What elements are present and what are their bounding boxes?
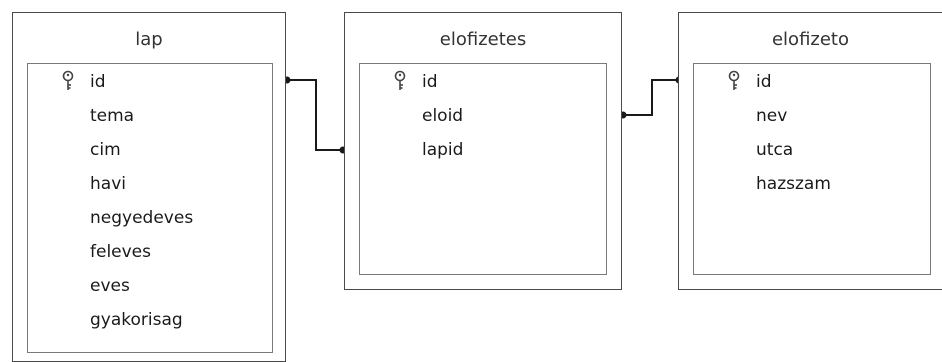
field-row[interactable]: eves	[28, 269, 272, 303]
field-row[interactable]: gyakorisag	[28, 303, 272, 337]
table-title: lap	[135, 29, 163, 50]
field-row[interactable]: hazszam	[694, 167, 930, 201]
field-row[interactable]: id	[694, 65, 930, 99]
table-lap[interactable]: lap id tema cim havi negyedeves feleves	[12, 12, 286, 362]
field-row[interactable]: tema	[28, 99, 272, 133]
field-row[interactable]: cim	[28, 133, 272, 167]
field-row[interactable]: negyedeves	[28, 201, 272, 235]
field-list: id tema cim havi negyedeves feleves eves…	[27, 63, 273, 353]
field-list: id nev utca hazszam	[693, 63, 931, 275]
field-name: eves	[90, 276, 130, 296]
field-name: id	[756, 72, 772, 92]
table-elofizetes[interactable]: elofizetes id eloid lapid	[344, 12, 622, 290]
key-icon	[62, 70, 74, 90]
field-name: cim	[90, 140, 121, 160]
field-name: utca	[756, 140, 794, 160]
relationship-elofizetes-elofizeto	[619, 76, 683, 119]
field-name: tema	[90, 106, 135, 126]
field-row[interactable]: utca	[694, 133, 930, 167]
field-name: gyakorisag	[90, 310, 183, 330]
field-name: negyedeves	[90, 208, 194, 228]
table-elofizeto[interactable]: elofizeto id nev utca hazszam	[678, 12, 942, 290]
table-title: elofizetes	[439, 29, 527, 50]
field-list: id eloid lapid	[359, 63, 607, 275]
key-icon	[394, 70, 406, 90]
field-name: id	[90, 72, 106, 92]
field-row[interactable]: lapid	[360, 133, 606, 167]
table-title: elofizeto	[771, 29, 850, 50]
field-name: nev	[756, 106, 788, 126]
field-name: hazszam	[756, 174, 831, 194]
field-name: havi	[90, 174, 126, 194]
field-name: id	[422, 72, 438, 92]
field-row[interactable]: eloid	[360, 99, 606, 133]
field-row[interactable]: id	[28, 65, 272, 99]
field-row[interactable]: id	[360, 65, 606, 99]
field-row[interactable]: feleves	[28, 235, 272, 269]
field-row[interactable]: havi	[28, 167, 272, 201]
relationship-lap-elofizetes	[283, 76, 347, 154]
field-name: eloid	[422, 106, 464, 126]
field-name: lapid	[422, 140, 464, 160]
field-row[interactable]: nev	[694, 99, 930, 133]
field-name: feleves	[90, 242, 152, 262]
key-icon	[728, 70, 740, 90]
